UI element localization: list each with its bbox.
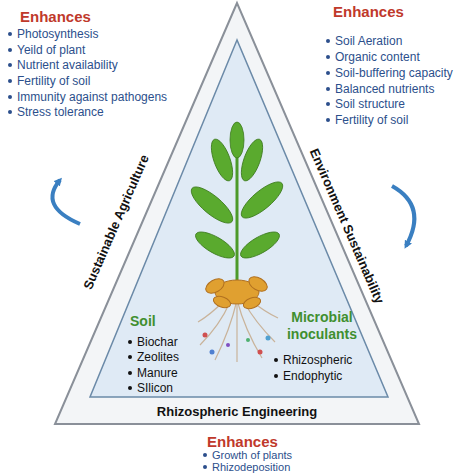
group-heading: Soil: [130, 313, 156, 330]
benefit-item: Organic content: [335, 50, 420, 64]
bullet-dot: [128, 340, 132, 344]
bullet-dot: [203, 465, 207, 469]
enhances-heading: Enhances: [333, 3, 404, 20]
group-heading: Microbial inoculants: [272, 309, 372, 343]
plant-leaves: [186, 122, 287, 263]
bullet-dot: [326, 87, 330, 91]
benefit-item: Nutrient availability: [17, 58, 118, 72]
curved-arrow: [392, 186, 414, 246]
bullet-dot: [8, 95, 12, 99]
curved-arrow: [52, 180, 80, 224]
benefit-item: Soil-buffering capacity: [335, 66, 453, 80]
bullet-dot: [326, 39, 330, 43]
benefit-item: Soil structure: [335, 97, 405, 111]
bullet-dot: [128, 355, 132, 359]
side-label: Rhizospheric Engineering: [157, 404, 317, 419]
turmeric-rhizome: [203, 274, 269, 311]
bullet-dot: [274, 358, 278, 362]
bullet-dot: [8, 110, 12, 114]
bullet-dot: [8, 79, 12, 83]
roots: [198, 300, 278, 362]
benefit-item: Fertility of soil: [335, 113, 408, 127]
bullet-dot: [326, 118, 330, 122]
bullet-dot: [326, 102, 330, 106]
component-item: SIlicon: [137, 381, 173, 395]
bullet-dot: [128, 371, 132, 375]
component-item: Endophytic: [283, 369, 342, 383]
benefit-item: Immunity against pathogens: [17, 90, 167, 104]
component-item: Manure: [137, 366, 178, 380]
enhances-heading: Enhances: [207, 433, 278, 450]
bullet-dot: [274, 374, 278, 378]
benefit-item: Rhizodeposition: [212, 461, 290, 473]
bullet-dot: [326, 71, 330, 75]
benefit-item: Photosynthesis: [17, 27, 98, 41]
plant-stem: [236, 150, 239, 300]
component-item: Zeolites: [137, 350, 179, 364]
bullet-dot: [8, 32, 12, 36]
component-item: Rhizospheric: [283, 353, 352, 367]
benefit-item: Fertility of soil: [17, 74, 90, 88]
bullet-dot: [8, 48, 12, 52]
bullet-dot: [326, 55, 330, 59]
benefit-item: Soil Aeration: [335, 34, 402, 48]
bullet-dot: [128, 386, 132, 390]
bullet-dot: [8, 63, 12, 67]
root-microbes: [203, 333, 271, 355]
benefit-item: Stress tolerance: [17, 105, 104, 119]
enhances-heading: Enhances: [20, 8, 91, 25]
benefit-item: Balanced nutrients: [335, 82, 434, 96]
component-item: Biochar: [137, 335, 178, 349]
benefit-item: Growth of plants: [212, 449, 292, 461]
bullet-dot: [203, 453, 207, 457]
benefit-item: Yeild of plant: [17, 43, 85, 57]
